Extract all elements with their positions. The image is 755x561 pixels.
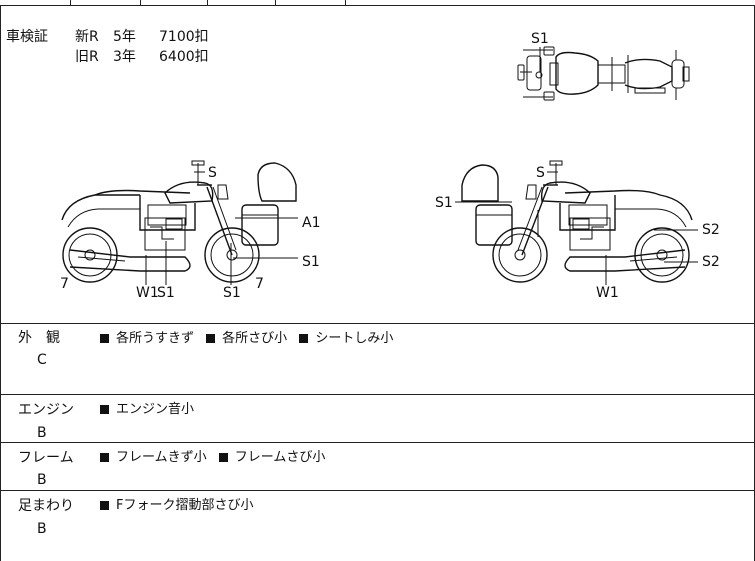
section-divider xyxy=(0,490,755,491)
label-right-s2-upper: S2 xyxy=(702,222,720,238)
grade-frame: B xyxy=(37,472,47,488)
sheet-left-border xyxy=(0,5,1,561)
bullet-square-icon xyxy=(100,452,109,462)
category-engine: エンジン xyxy=(18,402,74,418)
section-divider xyxy=(0,442,755,443)
notes-exterior: 各所うすきず 各所さび小 シートしみ小 xyxy=(100,331,393,347)
label-right-s2-lower: S2 xyxy=(702,254,720,270)
section-divider xyxy=(0,394,755,395)
top-cell-divider xyxy=(345,0,346,5)
notes-engine: エンジン音小 xyxy=(100,402,194,418)
label-left-7-rear: 7 xyxy=(60,276,69,292)
inspection-amount: 6400扣 xyxy=(159,49,209,65)
top-cell-divider xyxy=(70,0,71,5)
bullet-square-icon xyxy=(100,500,109,510)
label-top-s1: S1 xyxy=(531,31,549,47)
top-cell-divider xyxy=(275,0,276,5)
label-left-w1: W1 xyxy=(136,285,159,301)
inspection-type: 旧R xyxy=(75,49,99,65)
label-left-s1-front: S1 xyxy=(302,254,320,270)
bullet-square-icon xyxy=(218,452,228,462)
note-item: Fフォーク摺動部さび小 xyxy=(116,498,254,513)
left-view-motorcycle xyxy=(61,160,297,283)
top-cell-divider xyxy=(140,0,141,5)
label-left-a1: A1 xyxy=(302,215,320,231)
inspection-type: 新R xyxy=(75,29,99,45)
inspection-years: 3年 xyxy=(113,49,136,65)
bullet-square-icon xyxy=(100,404,109,414)
motorcycle-damage-diagram: S1 xyxy=(60,31,720,301)
label-left-s1-fork: S1 xyxy=(223,285,241,301)
bullet-square-icon xyxy=(100,333,109,343)
category-frame: フレーム xyxy=(18,450,74,466)
note-item: 各所さび小 xyxy=(222,331,288,346)
notes-frame: フレームきず小 フレームさび小 xyxy=(100,450,325,466)
note-item: フレームきず小 xyxy=(116,450,207,465)
note-item: 各所うすきず xyxy=(116,331,195,346)
label-right-s: S xyxy=(536,165,545,181)
inspection-amount: 7100扣 xyxy=(159,29,209,45)
notes-suspension: Fフォーク摺動部さび小 xyxy=(100,498,253,514)
label-right-w1: W1 xyxy=(596,285,619,301)
note-item: シートしみ小 xyxy=(315,331,394,346)
note-item: エンジン音小 xyxy=(116,402,195,417)
top-view-motorcycle xyxy=(517,46,690,101)
bullet-square-icon xyxy=(299,333,309,343)
label-left-s: S xyxy=(208,165,217,181)
grade-engine: B xyxy=(37,425,47,441)
category-exterior: 外 観 xyxy=(18,330,60,346)
inspection-years: 5年 xyxy=(113,29,136,45)
grade-exterior: C xyxy=(37,352,47,368)
inspection-label: 車検証 xyxy=(6,29,48,45)
note-item: フレームさび小 xyxy=(234,450,326,465)
right-view-motorcycle xyxy=(461,160,693,283)
top-border xyxy=(0,5,755,6)
label-right-s1: S1 xyxy=(435,195,453,211)
top-cell-divider xyxy=(207,0,208,5)
category-suspension: 足まわり xyxy=(18,498,74,514)
grade-suspension: B xyxy=(37,521,47,537)
bullet-square-icon xyxy=(206,333,216,343)
label-left-s1-mid: S1 xyxy=(157,285,175,301)
section-divider xyxy=(0,323,755,324)
label-left-7-front: 7 xyxy=(255,276,264,292)
